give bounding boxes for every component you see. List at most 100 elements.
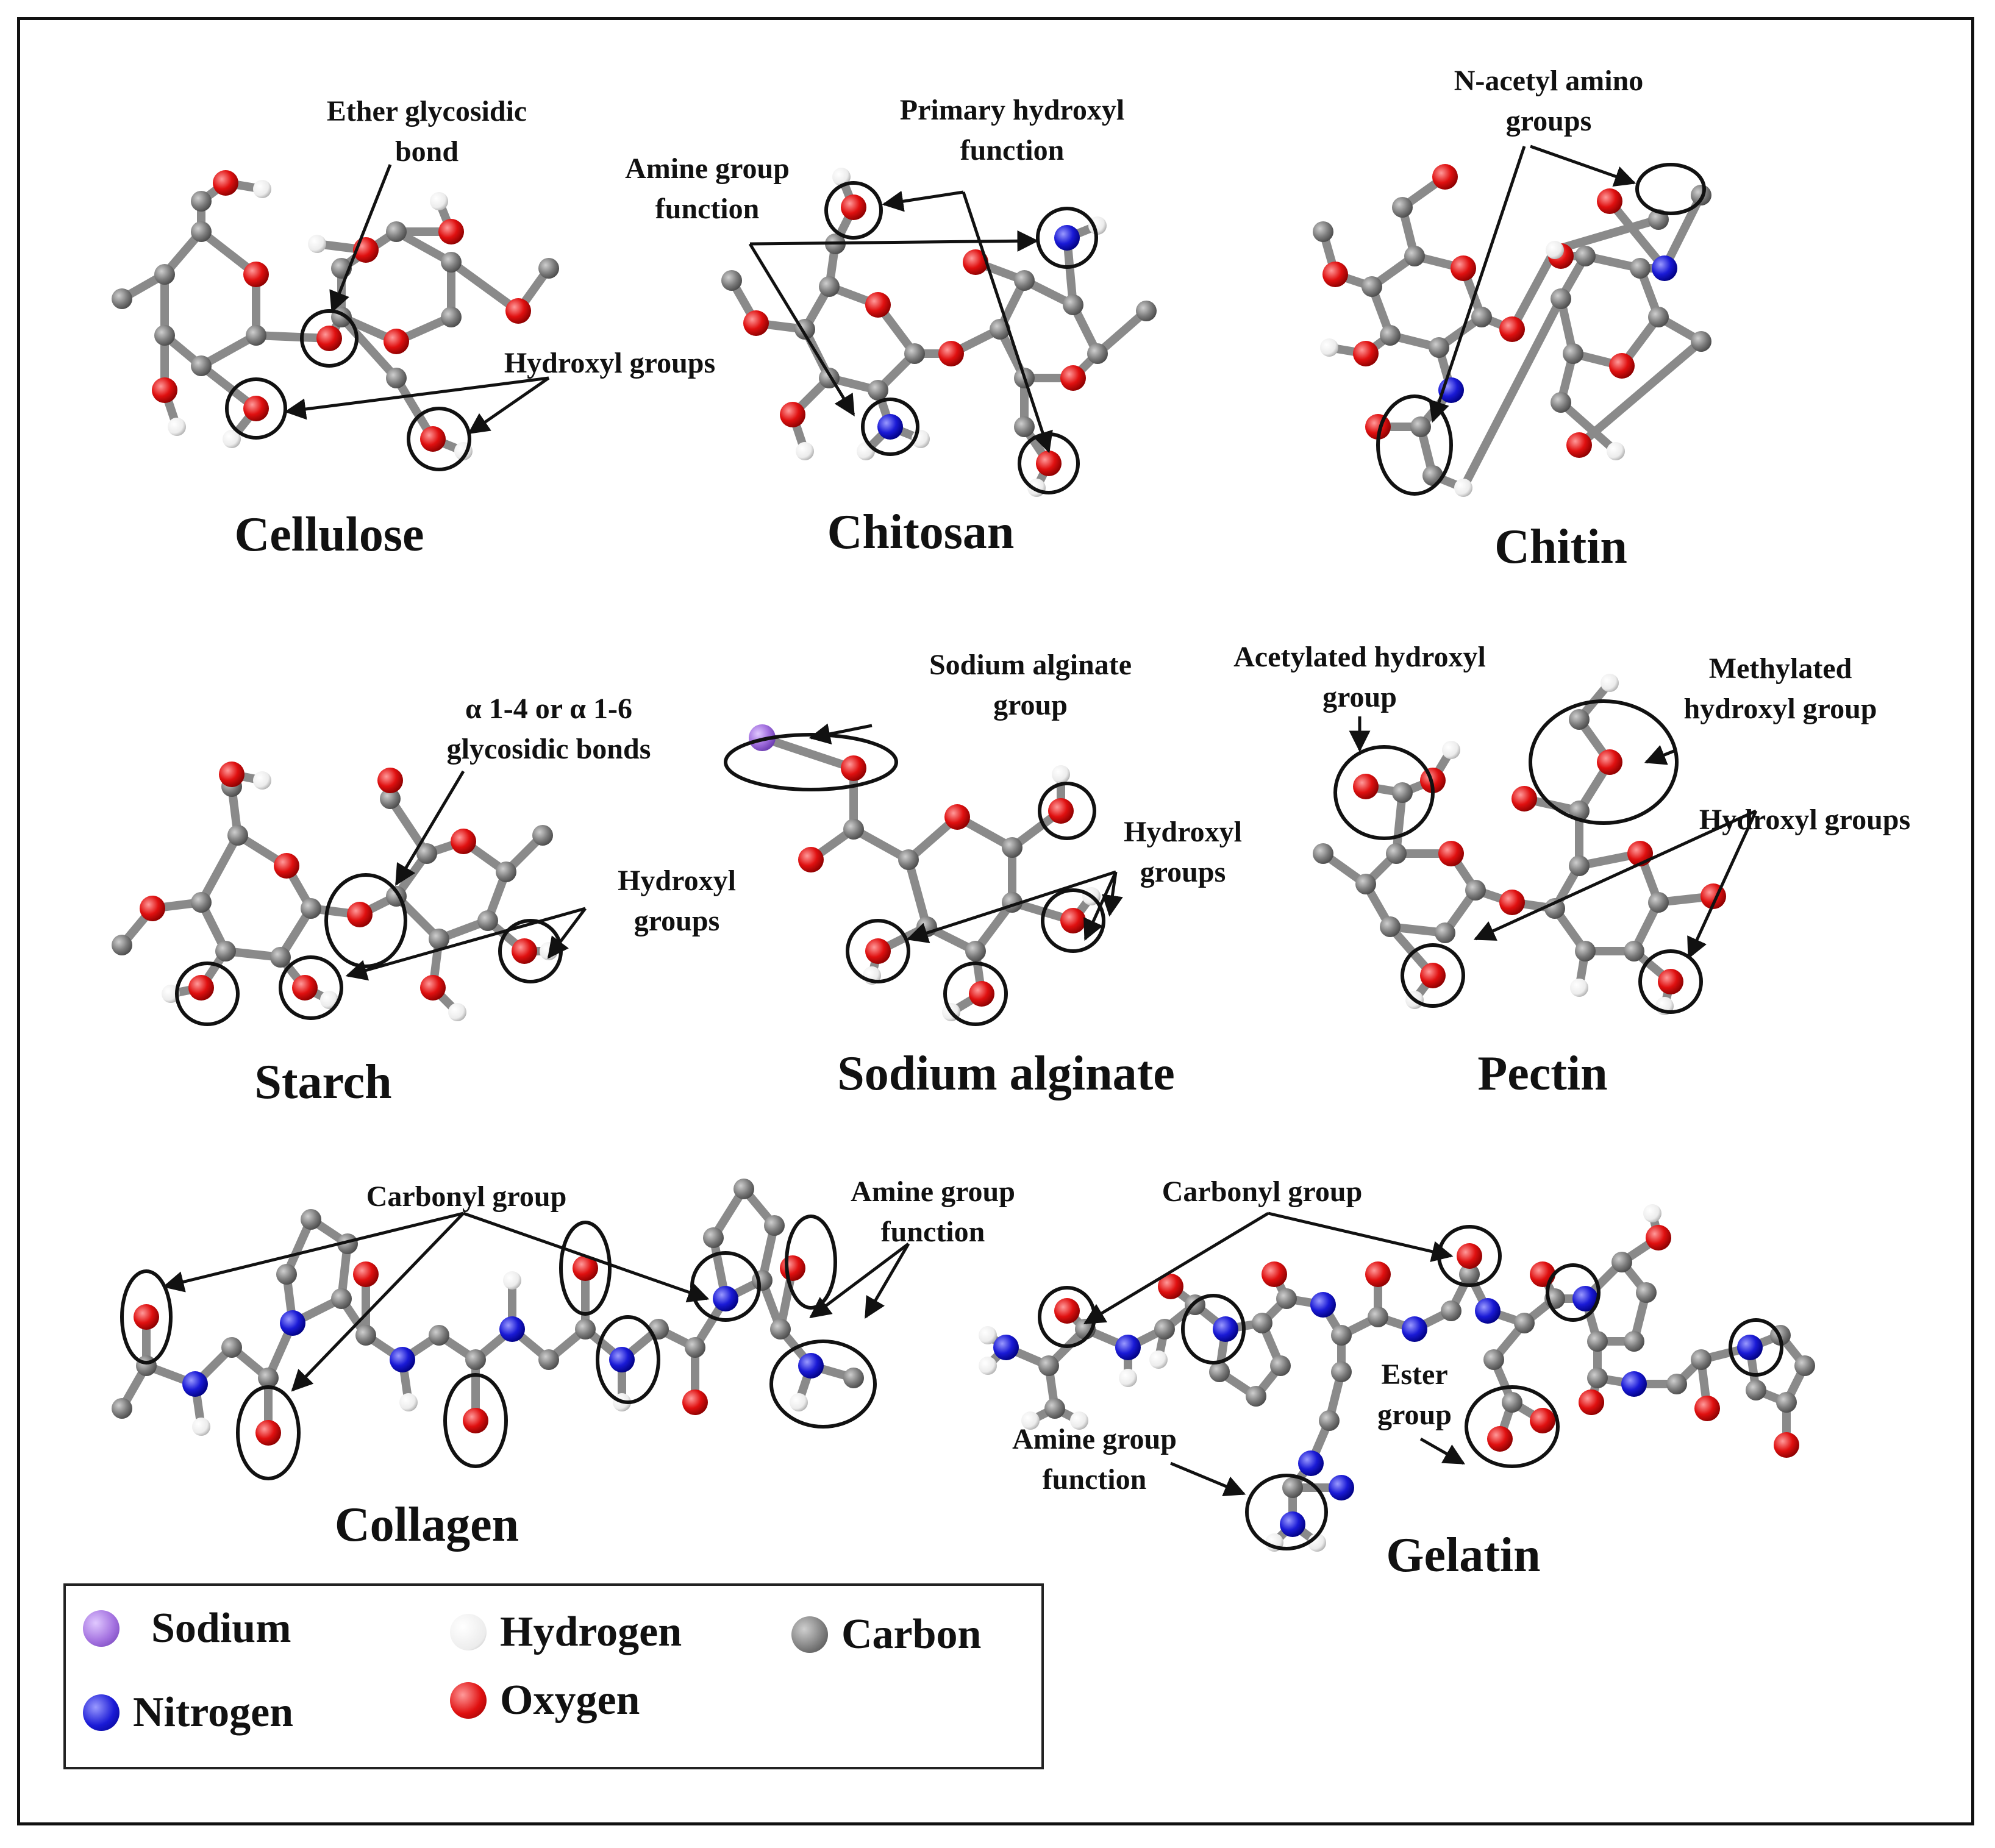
chitosan-bond bbox=[1093, 307, 1151, 358]
chitosan-oxygen-atom bbox=[841, 194, 866, 220]
gelatin-nitrogen-atom bbox=[1621, 1371, 1647, 1397]
collagen-nitrogen-atom bbox=[713, 1286, 738, 1311]
gelatin-carbon-atom bbox=[1691, 1349, 1711, 1370]
gelatin-hydrogen-atom bbox=[1021, 1411, 1040, 1430]
gelatin-nitrogen-atom bbox=[1280, 1511, 1305, 1537]
nitrogen-atom-icon bbox=[83, 1694, 120, 1731]
cellulose-oxygen-atom bbox=[420, 426, 446, 452]
pointer-arrow bbox=[394, 770, 465, 887]
gelatin-carbon-atom bbox=[1154, 1319, 1175, 1340]
gelatin-carbon-atom bbox=[1331, 1361, 1352, 1382]
cellulose-bond bbox=[197, 331, 260, 370]
legend-item-carbon: Carbon bbox=[791, 1610, 981, 1659]
chitin-bond bbox=[1508, 246, 1559, 334]
oxygen-atom-icon bbox=[450, 1682, 487, 1719]
gelatin-nitrogen-atom bbox=[1475, 1298, 1501, 1324]
pointer-arrow bbox=[1473, 809, 1757, 941]
collagen-title: Collagen bbox=[334, 1498, 519, 1552]
alginate-carbon-atom bbox=[1002, 837, 1022, 858]
legend-label-nitrogen: Nitrogen bbox=[133, 1689, 294, 1736]
starch-oxygen-atom bbox=[219, 762, 244, 787]
highlight-circle bbox=[175, 961, 240, 1026]
pointer-arrow bbox=[809, 1243, 910, 1319]
highlight-circle bbox=[1401, 943, 1465, 1008]
cellulose-carbon-atom bbox=[441, 252, 462, 273]
gelatin-oxygen-atom bbox=[1158, 1274, 1183, 1299]
chitin-carbon-atom bbox=[1410, 416, 1431, 437]
chitin-hydrogen-atom bbox=[1454, 479, 1472, 497]
chitin-bond bbox=[1459, 294, 1565, 492]
starch-carbon-atom bbox=[477, 910, 498, 931]
gelatin-nitrogen-atom bbox=[1310, 1292, 1336, 1318]
gelatin-carbon-atom bbox=[1252, 1313, 1272, 1333]
carbon-atom-icon bbox=[791, 1616, 828, 1653]
collagen-carbon-atom bbox=[136, 1355, 157, 1376]
chitin-oxygen-atom bbox=[1566, 432, 1592, 458]
alginate-annotation-hydroxyl: Hydroxyl groups bbox=[1124, 816, 1242, 888]
collagen-carbon-atom bbox=[733, 1179, 754, 1199]
gelatin-carbon-atom bbox=[1624, 1331, 1644, 1352]
pointer-arrow bbox=[1530, 144, 1636, 187]
cellulose-carbon-atom bbox=[538, 258, 559, 279]
legend-label-carbon: Carbon bbox=[841, 1611, 982, 1658]
chitosan-oxygen-atom bbox=[938, 341, 964, 366]
alginate-oxygen-atom bbox=[841, 755, 866, 781]
highlight-circle bbox=[1638, 949, 1703, 1014]
highlight-circle bbox=[236, 1385, 301, 1480]
gelatin-nitrogen-atom bbox=[1402, 1316, 1427, 1342]
alginate-oxygen-atom bbox=[1060, 908, 1086, 933]
collagen-oxygen-atom bbox=[573, 1255, 598, 1281]
cellulose-bond bbox=[392, 227, 455, 266]
pointer-arrow bbox=[1687, 810, 1758, 960]
gelatin-nitrogen-atom bbox=[1737, 1335, 1763, 1360]
starch-bond bbox=[197, 831, 242, 907]
chitosan-oxygen-atom bbox=[1036, 451, 1062, 476]
pointer-arrow bbox=[748, 243, 855, 416]
cellulose-carbon-atom bbox=[154, 264, 175, 285]
alginate-oxygen-atom bbox=[969, 981, 994, 1007]
starch-carbon-atom bbox=[416, 843, 437, 864]
chitosan-carbon-atom bbox=[1014, 270, 1035, 291]
chitin-carbon-atom bbox=[1575, 246, 1596, 266]
starch-carbon-atom bbox=[191, 892, 212, 913]
atom-legend: Sodium Hydrogen Carbon Nitrogen Oxygen bbox=[63, 1583, 1044, 1769]
chitin-carbon-atom bbox=[1313, 221, 1333, 242]
pointer-arrow bbox=[1419, 1437, 1466, 1465]
chitosan-carbon-atom bbox=[1063, 294, 1083, 315]
cellulose-hydrogen-atom bbox=[308, 235, 326, 253]
gelatin-oxygen-atom bbox=[1579, 1390, 1604, 1415]
gelatin-carbon-atom bbox=[1483, 1349, 1504, 1370]
chitosan-carbon-atom bbox=[819, 276, 840, 297]
pectin-oxygen-atom bbox=[1420, 963, 1446, 988]
starch-carbon-atom bbox=[496, 862, 516, 882]
gelatin-carbon-atom bbox=[1331, 1325, 1352, 1346]
starch-carbon-atom bbox=[227, 825, 248, 846]
gelatin-carbon-atom bbox=[1368, 1307, 1388, 1327]
pectin-carbon-atom bbox=[1544, 898, 1565, 919]
gelatin-nitrogen-atom bbox=[1115, 1335, 1141, 1360]
chitosan-carbon-atom bbox=[868, 380, 888, 401]
gelatin-oxygen-atom bbox=[1694, 1396, 1720, 1421]
collagen-carbon-atom bbox=[538, 1349, 559, 1370]
gelatin-carbon-atom bbox=[1044, 1398, 1065, 1419]
chitin-annotation-n-acetyl: N-acetyl amino groups bbox=[1454, 65, 1644, 137]
legend-label-oxygen: Oxygen bbox=[500, 1677, 640, 1724]
highlight-circle bbox=[1181, 1294, 1246, 1365]
cellulose-hydrogen-atom bbox=[253, 180, 271, 198]
chitin-carbon-atom bbox=[1691, 331, 1711, 352]
highlight-circle bbox=[120, 1269, 173, 1365]
highlight-circle bbox=[596, 1315, 660, 1404]
starch-oxygen-atom bbox=[188, 975, 214, 1001]
collagen-nitrogen-atom bbox=[182, 1371, 208, 1397]
collagen-carbon-atom bbox=[276, 1264, 297, 1285]
collagen-nitrogen-atom bbox=[798, 1353, 824, 1379]
highlight-circle bbox=[279, 955, 343, 1020]
pointer-arrow bbox=[162, 1211, 464, 1293]
highlight-circle bbox=[1529, 699, 1679, 825]
gelatin-carbon-atom bbox=[1459, 1264, 1480, 1285]
collagen-hydrogen-atom bbox=[192, 1418, 210, 1436]
highlight-circle bbox=[1038, 782, 1096, 840]
pectin-carbon-atom bbox=[1465, 880, 1486, 901]
chitosan-oxygen-atom bbox=[780, 402, 805, 427]
